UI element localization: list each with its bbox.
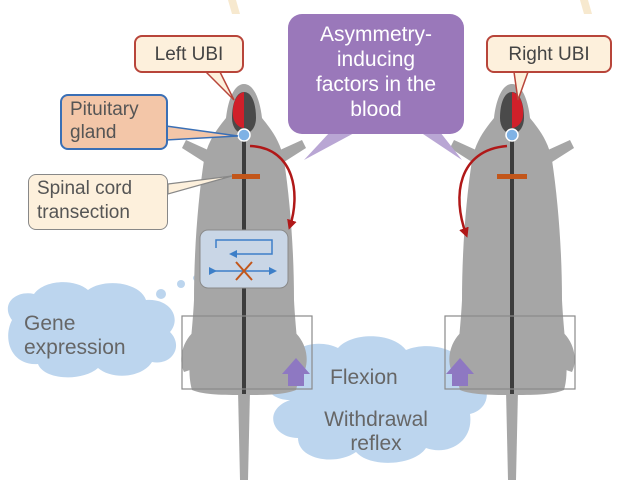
asymmetry-text-line1: Asymmetry- — [320, 23, 432, 46]
left-curved-arrow — [249, 144, 297, 230]
left-flexion-arrow-icon — [282, 358, 310, 386]
gene-text-line1: Gene — [24, 312, 76, 335]
asymmetry-callout-pointer-right — [420, 132, 462, 160]
left-ubi-callout-pointer — [204, 71, 235, 101]
right-ubi-text: Right UBI — [508, 44, 590, 65]
left-ubi-injury — [232, 92, 244, 128]
pituitary-label: Pituitary gland — [60, 94, 168, 150]
right-transection-mark — [497, 174, 527, 179]
gene-cloud — [7, 282, 177, 378]
thought-bubble — [177, 280, 185, 288]
asymmetry-text-line3: factors in the — [315, 73, 437, 96]
gene-text-line2: expression — [24, 336, 126, 359]
left-transection-mark — [232, 174, 260, 179]
right-ubi-injury — [512, 92, 524, 128]
spinal-text-line2: transection — [37, 202, 130, 223]
spinal-callout-pointer — [167, 175, 233, 195]
gene-expression-box — [199, 229, 289, 289]
right-hindlimb-frame — [444, 315, 576, 390]
withdrawal-cloud — [266, 336, 487, 463]
left-ubi-label: Left UBI — [134, 35, 244, 73]
spinal-text-line1: Spinal cord — [37, 178, 133, 199]
right-curved-arrow — [458, 144, 508, 238]
cross-icon — [235, 261, 253, 281]
thought-bubble — [156, 289, 166, 299]
flexion-label: Flexion — [330, 366, 398, 389]
spinal-cord-label: Spinal cord transection — [28, 174, 168, 230]
pituitary-text-line1: Pituitary — [70, 99, 139, 120]
left-hindlimb-frame — [181, 315, 313, 390]
right-flexion-arrow-icon — [446, 358, 474, 386]
withdrawal-reflex-text: Withdrawal reflex — [310, 408, 442, 456]
bg-shape — [580, 0, 592, 14]
left-pituitary-dot — [237, 128, 251, 142]
pituitary-text-line2: gland — [70, 122, 117, 143]
bg-shape — [228, 0, 240, 14]
asymmetry-callout-box — [288, 14, 464, 134]
left-ubi-text: Left UBI — [154, 44, 224, 65]
withdrawal-text-line1: Withdrawal — [324, 408, 428, 431]
asymmetry-text-line4: blood — [350, 98, 402, 121]
asymmetry-text-line2: inducing — [336, 48, 416, 71]
gene-expression-text: Gene expression — [24, 312, 164, 360]
right-ubi-label: Right UBI — [486, 35, 612, 73]
pathway-icon — [215, 239, 273, 258]
withdrawal-text-line2: reflex — [350, 432, 402, 455]
asymmetry-callout-text: Asymmetry- inducing factors in the blood — [292, 22, 460, 122]
asymmetry-callout-pointer-left — [304, 132, 356, 160]
right-pituitary-dot — [505, 128, 519, 142]
